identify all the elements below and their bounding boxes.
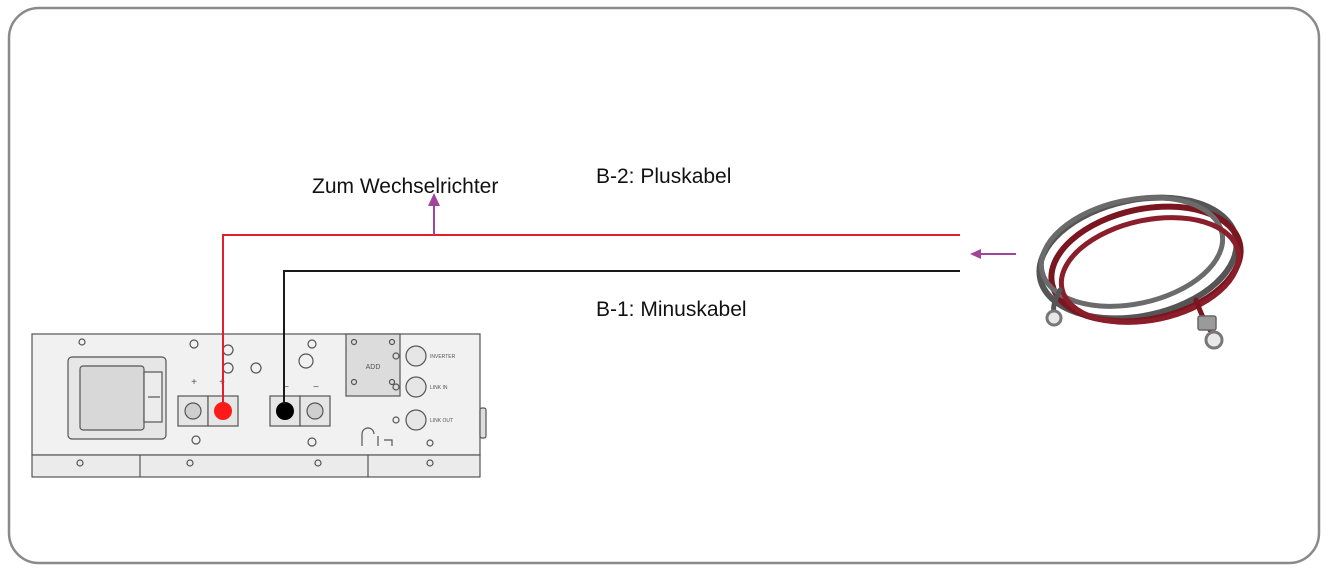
screw	[191, 435, 201, 445]
device-base	[31, 454, 481, 478]
link-in-port	[405, 376, 427, 398]
screw	[189, 339, 199, 349]
screw	[186, 459, 194, 467]
svg-text:−: −	[283, 382, 289, 393]
minus-cable-line	[283, 270, 960, 404]
screw	[426, 439, 434, 447]
add-switch-label: ADD	[366, 364, 381, 371]
plus-terminal	[214, 402, 232, 420]
screw	[76, 459, 84, 467]
terminal-plus-left	[177, 395, 209, 427]
plus-cable-line	[222, 234, 960, 404]
plus-cable-label: B-2: Pluskabel	[596, 165, 732, 188]
cable-arrow-head	[970, 249, 981, 259]
screw	[307, 339, 317, 349]
inverter-port-label: INVERTER	[430, 354, 456, 360]
minus-cable-label: B-1: Minuskabel	[596, 298, 747, 321]
screw	[250, 362, 262, 374]
screw	[307, 437, 317, 447]
screw	[426, 459, 434, 467]
minus-terminal	[276, 402, 294, 420]
diagram-frame	[7, 6, 1321, 565]
battery-device: + + − −	[31, 333, 487, 478]
screw	[78, 338, 86, 346]
link-out-port-label: LINK OUT	[430, 418, 453, 424]
link-out-port	[405, 409, 427, 431]
device-side-knob	[479, 407, 487, 439]
warning-symbol	[298, 353, 314, 369]
handle-symbol	[361, 427, 393, 446]
svg-text:−: −	[313, 382, 319, 393]
svg-text:+: +	[191, 377, 197, 388]
inverter-port	[405, 345, 427, 367]
cable-coil-image	[1036, 194, 1244, 350]
inverter-arrow-head	[428, 193, 440, 206]
inverter-label: Zum Wechselrichter	[312, 175, 499, 198]
screw	[314, 459, 322, 467]
link-in-port-label: LINK IN	[430, 385, 448, 391]
